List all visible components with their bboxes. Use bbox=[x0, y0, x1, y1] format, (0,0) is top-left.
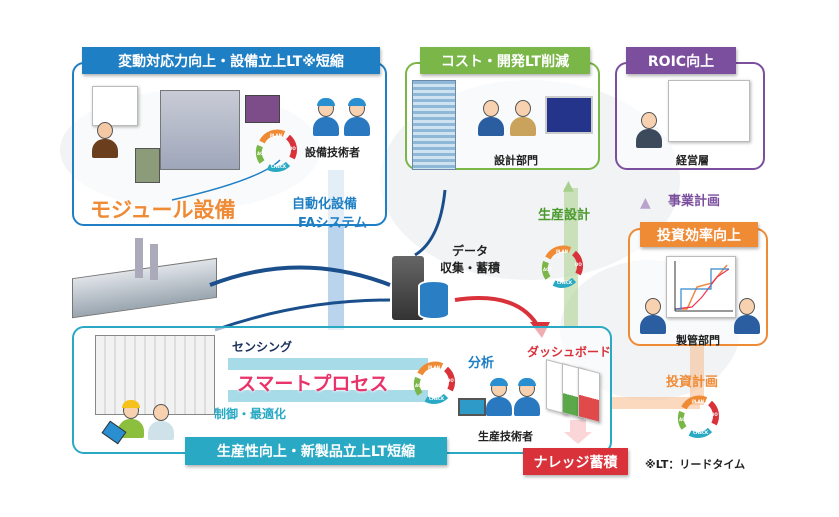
investment-plan-label: 投資計画 bbox=[666, 375, 719, 390]
manager-figure bbox=[92, 122, 118, 158]
investment-section-title: 投資効率向上 bbox=[640, 222, 758, 247]
database-icon bbox=[418, 280, 450, 320]
svg-text:PLAN: PLAN bbox=[692, 399, 704, 404]
roic-section-title: ROIC向上 bbox=[626, 47, 736, 74]
lt-footnote: ※LT：リードタイム bbox=[645, 458, 746, 471]
collect-store-label: 収集・蓄積 bbox=[440, 261, 501, 275]
staff-figure bbox=[640, 298, 666, 334]
roic-charts-image bbox=[668, 80, 750, 142]
svg-text:CHECK: CHECK bbox=[557, 280, 573, 285]
pdca-cycle: PLAN DO CHECK ACT bbox=[254, 128, 298, 172]
dashboard-panel bbox=[578, 367, 600, 423]
dashboard-to-investment-bar bbox=[610, 397, 700, 409]
sensing-label: センシング bbox=[232, 340, 293, 354]
chart-image bbox=[92, 86, 138, 126]
analysis-label: 分析 bbox=[468, 356, 495, 371]
production-engineer-figure bbox=[514, 378, 540, 416]
office-building-image bbox=[412, 80, 456, 170]
svg-text:ACT: ACT bbox=[543, 267, 552, 272]
svg-text:ACT: ACT bbox=[679, 417, 688, 422]
data-label: データ bbox=[452, 244, 489, 258]
equipment-section-title: 変動対応力向上・設備立上LT※短縮 bbox=[82, 47, 380, 74]
svg-text:DO: DO bbox=[447, 378, 454, 383]
pdca-cycle: PLAN DO CHECK ACT bbox=[676, 394, 720, 438]
automation-label: 自動化設備 bbox=[292, 197, 358, 212]
production-design-label: 生産設計 bbox=[538, 208, 591, 223]
design-flow-bar bbox=[564, 188, 578, 328]
sensing-flow-band bbox=[228, 358, 428, 370]
svg-text:PLAN: PLAN bbox=[270, 133, 282, 138]
equipment-module-image bbox=[160, 90, 240, 170]
executive-label: 経営層 bbox=[676, 154, 709, 167]
production-engineer-label: 生産技術者 bbox=[478, 430, 533, 443]
svg-text:ACT: ACT bbox=[415, 383, 424, 388]
sensing-to-server-arrow bbox=[214, 298, 391, 332]
cost-section-title: コスト・開発LT削減 bbox=[420, 47, 590, 74]
production-line-image bbox=[95, 335, 215, 415]
svg-text:ACT: ACT bbox=[257, 151, 266, 156]
arrow-up-icon: ▲ bbox=[640, 195, 651, 211]
worker-figure bbox=[148, 404, 174, 440]
executive-figure bbox=[636, 112, 662, 148]
fa-system-label: FAシステム bbox=[298, 216, 368, 231]
investment-flow-bar bbox=[690, 345, 704, 405]
equipment-engineer-figure bbox=[344, 98, 370, 136]
pdca-cycle: PLAN DO CHECK ACT bbox=[412, 360, 456, 404]
process-section-title: 生産性向上・新製品立上LT短縮 bbox=[185, 437, 447, 465]
smart-process-label: スマートプロセス bbox=[237, 373, 389, 395]
arrow-up-icon: ▲ bbox=[563, 178, 574, 194]
robot-image bbox=[135, 148, 160, 183]
equipment-module-image bbox=[245, 95, 280, 123]
equipment-engineer-label: 設備技術者 bbox=[305, 146, 360, 159]
svg-text:DO: DO bbox=[575, 262, 582, 267]
cost-to-server-arrow bbox=[414, 189, 447, 257]
svg-text:CHECK: CHECK bbox=[271, 164, 287, 169]
design-dept-label: 設計部門 bbox=[494, 154, 538, 167]
control-flow-band bbox=[228, 390, 428, 402]
knowledge-accumulation-banner: ナレッジ蓄積 bbox=[523, 448, 628, 475]
staff-figure bbox=[734, 298, 760, 334]
svg-text:DO: DO bbox=[289, 146, 296, 151]
designer-figure bbox=[478, 100, 504, 136]
pdca-cycle: PLAN DO CHECK ACT bbox=[540, 244, 584, 288]
factory-to-server-arrow bbox=[209, 265, 391, 287]
laptop-icon bbox=[458, 398, 486, 416]
svg-text:CHECK: CHECK bbox=[693, 430, 709, 435]
control-optimize-label: 制御・最適化 bbox=[214, 407, 287, 421]
factory-chimney bbox=[150, 244, 158, 280]
investment-chart bbox=[674, 261, 733, 312]
production-mgmt-label: 製管部門 bbox=[676, 334, 720, 347]
module-equipment-headline: モジュール設備 bbox=[90, 198, 236, 222]
svg-text:PLAN: PLAN bbox=[428, 365, 440, 370]
svg-text:CHECK: CHECK bbox=[429, 396, 445, 401]
dashboard-label: ダッシュボード bbox=[527, 345, 612, 359]
designer-figure bbox=[510, 100, 536, 136]
business-plan-label: 事業計画 bbox=[668, 194, 721, 209]
svg-text:DO: DO bbox=[711, 412, 718, 417]
factory-chimney bbox=[135, 238, 143, 278]
production-engineer-figure bbox=[486, 378, 512, 416]
equipment-engineer-figure bbox=[313, 98, 339, 136]
svg-text:PLAN: PLAN bbox=[556, 249, 568, 254]
investment-chart-image bbox=[666, 256, 736, 318]
cad-screen-image bbox=[545, 96, 593, 134]
